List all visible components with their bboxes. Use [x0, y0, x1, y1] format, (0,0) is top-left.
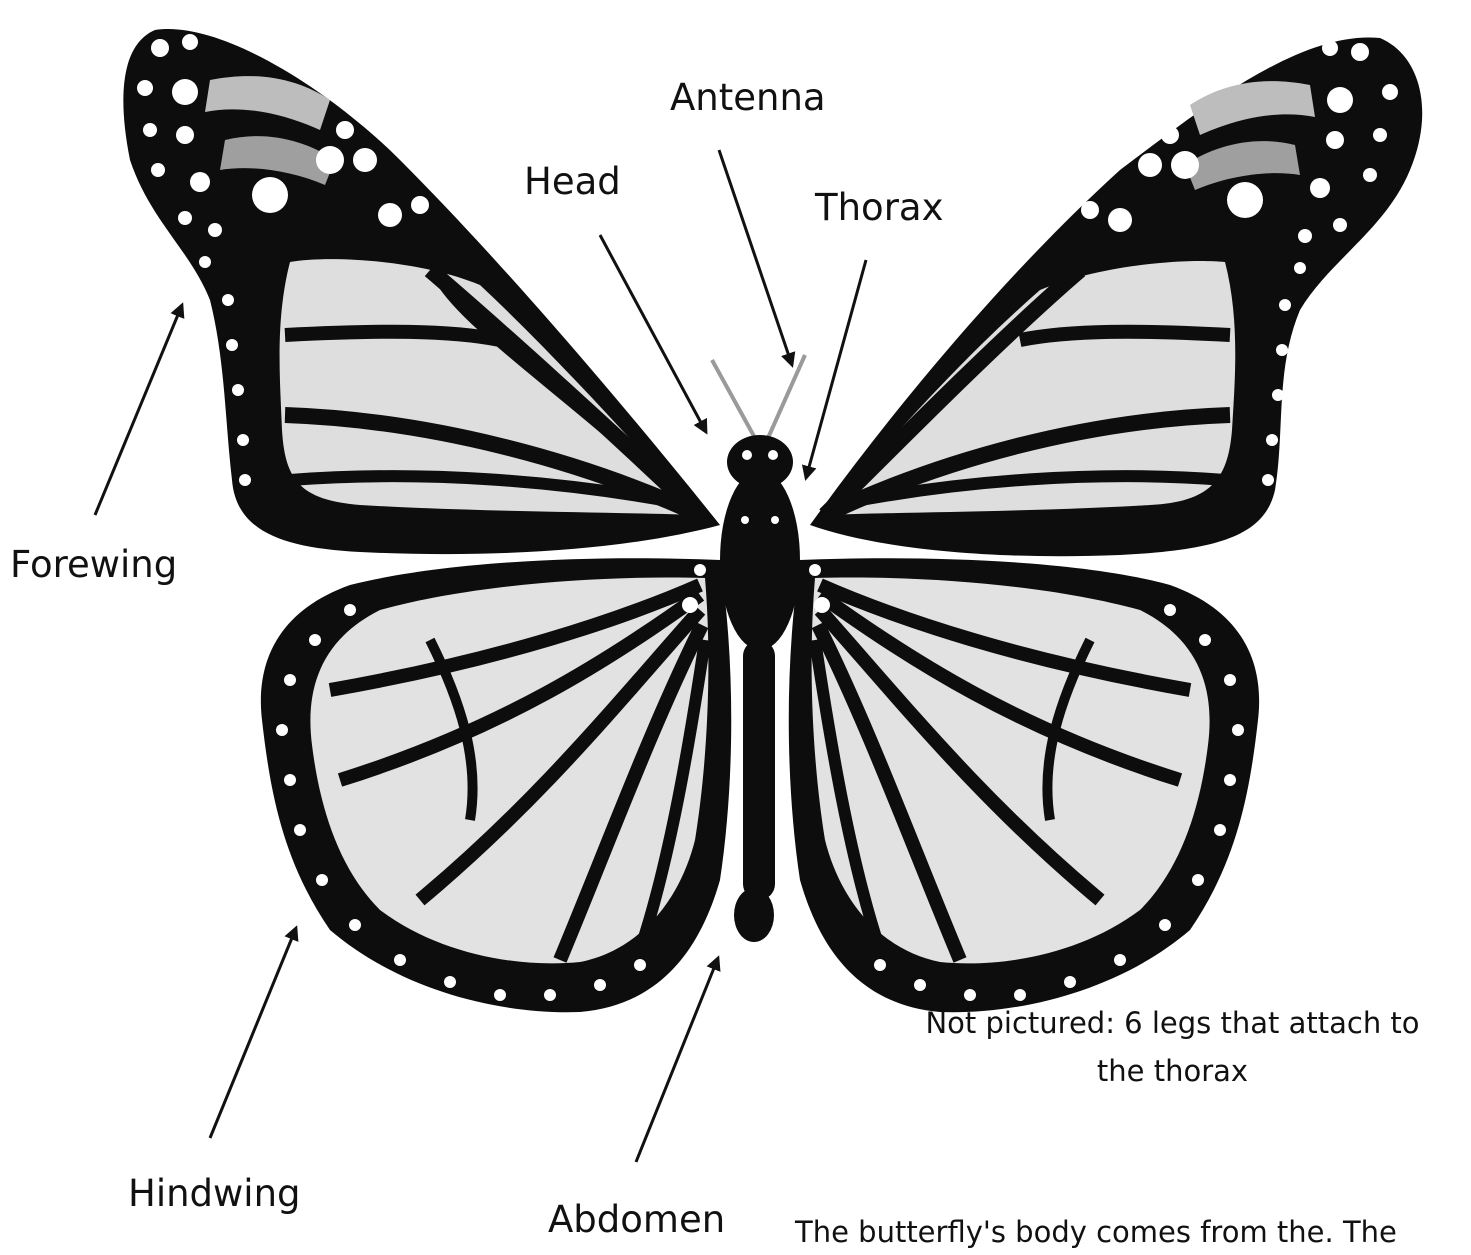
forewing-label: Forewing — [10, 543, 177, 587]
right-hindwing — [789, 558, 1259, 1012]
thorax-label: Thorax — [815, 186, 943, 230]
forewing-pointer-icon — [95, 305, 182, 515]
not-pictured-note-line-1: Not pictured: 6 legs that attach to — [880, 1000, 1465, 1046]
abdomen — [743, 640, 775, 900]
not-pictured-note-line-2: the thorax — [880, 1048, 1465, 1094]
thorax-pointer-icon — [806, 260, 866, 478]
antenna-label: Antenna — [670, 76, 826, 120]
left-hindwing — [261, 558, 731, 1012]
right-forewing — [810, 37, 1422, 556]
head-label: Head — [524, 160, 621, 204]
right-antenna — [768, 355, 805, 438]
abdomen-label: Abdomen — [548, 1198, 725, 1242]
thorax — [720, 470, 800, 650]
cut-off-note-line: The butterfly's body comes from the. The — [795, 1209, 1465, 1255]
left-antenna — [712, 360, 755, 438]
hindwing-pointer-icon — [210, 928, 296, 1138]
antenna-pointer-icon — [719, 150, 792, 365]
hindwing-label: Hindwing — [128, 1172, 301, 1216]
